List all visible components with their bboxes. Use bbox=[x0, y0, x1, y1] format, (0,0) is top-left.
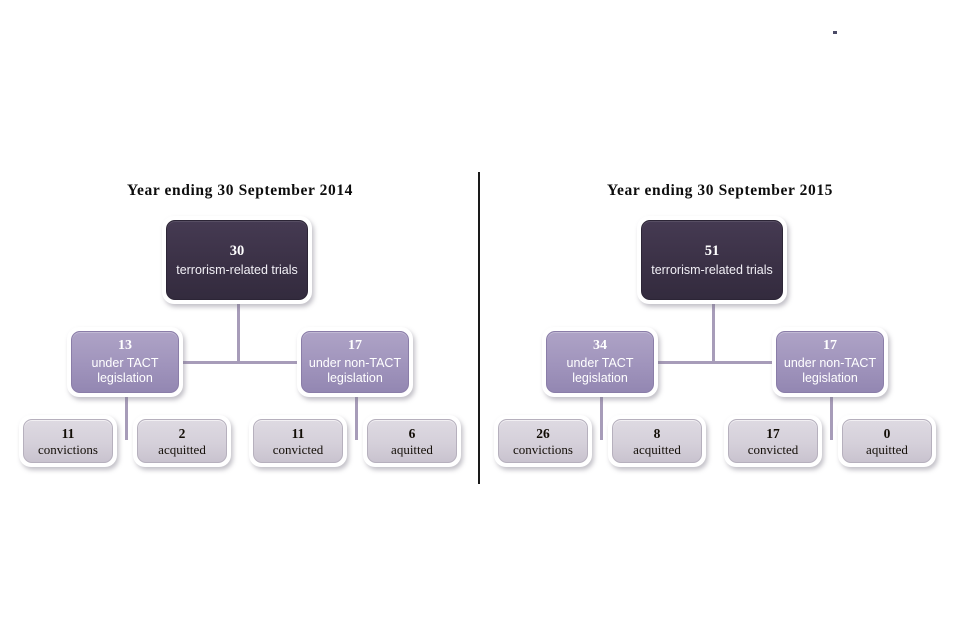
node-label: convictions bbox=[513, 441, 573, 457]
node-body: 26 convictions bbox=[498, 419, 588, 463]
node-label: terrorism-related trials bbox=[176, 262, 298, 277]
node-label: under non-TACT legislation bbox=[308, 356, 402, 385]
node-label: acquitted bbox=[158, 441, 206, 457]
node-body: 17 under non-TACT legislation bbox=[301, 331, 409, 393]
node-number: 30 bbox=[229, 242, 245, 259]
connector-tact-to-outcomes bbox=[600, 380, 603, 440]
node-number: 11 bbox=[61, 425, 75, 441]
node-label: aquitted bbox=[391, 441, 433, 457]
node-number: 34 bbox=[593, 338, 607, 353]
node-under-non-tact[interactable]: 17 under non-TACT legislation bbox=[297, 327, 413, 397]
node-label: under TACT legislation bbox=[566, 356, 634, 385]
node-number: 6 bbox=[408, 425, 416, 441]
node-under-tact[interactable]: 34 under TACT legislation bbox=[542, 327, 658, 397]
stray-mark bbox=[833, 31, 837, 34]
connector-nontact-to-outcomes bbox=[830, 380, 833, 440]
node-body: 11 convictions bbox=[23, 419, 113, 463]
connector-split-horizontal bbox=[600, 361, 832, 364]
node-number: 17 bbox=[766, 425, 780, 441]
node-number: 26 bbox=[536, 425, 550, 441]
node-number: 17 bbox=[348, 338, 362, 353]
node-body: 0 aquitted bbox=[842, 419, 932, 463]
node-body: 51 terrorism-related trials bbox=[641, 220, 783, 300]
node-body: 13 under TACT legislation bbox=[71, 331, 179, 393]
node-body: 11 convicted bbox=[253, 419, 343, 463]
node-number: 8 bbox=[653, 425, 661, 441]
node-nontact-aquitted[interactable]: 6 aquitted bbox=[363, 415, 461, 467]
node-label: convicted bbox=[747, 441, 799, 457]
node-number: 51 bbox=[704, 242, 720, 259]
node-body: 6 aquitted bbox=[367, 419, 457, 463]
node-number: 11 bbox=[291, 425, 305, 441]
node-under-non-tact[interactable]: 17 under non-TACT legislation bbox=[772, 327, 888, 397]
node-body: 30 terrorism-related trials bbox=[166, 220, 308, 300]
panel-title: Year ending 30 September 2014 bbox=[126, 182, 354, 199]
node-nontact-convicted[interactable]: 17 convicted bbox=[724, 415, 822, 467]
connector-top-to-split bbox=[237, 304, 240, 364]
node-number: 0 bbox=[883, 425, 891, 441]
node-label: convicted bbox=[272, 441, 324, 457]
node-body: 2 acquitted bbox=[137, 419, 227, 463]
node-label: aquitted bbox=[866, 441, 908, 457]
node-label: under TACT legislation bbox=[91, 356, 159, 385]
node-terrorism-trials[interactable]: 51 terrorism-related trials bbox=[637, 216, 787, 304]
node-nontact-aquitted[interactable]: 0 aquitted bbox=[838, 415, 936, 467]
node-tact-acquitted[interactable]: 8 acquitted bbox=[608, 415, 706, 467]
panel-divider bbox=[478, 172, 480, 484]
panel-2014: Year ending 30 September 2014 30 terrori… bbox=[0, 170, 480, 490]
node-tact-acquitted[interactable]: 2 acquitted bbox=[133, 415, 231, 467]
node-tact-convictions[interactable]: 26 convictions bbox=[494, 415, 592, 467]
node-label: convictions bbox=[38, 441, 98, 457]
node-terrorism-trials[interactable]: 30 terrorism-related trials bbox=[162, 216, 312, 304]
node-nontact-convicted[interactable]: 11 convicted bbox=[249, 415, 347, 467]
connector-nontact-to-outcomes bbox=[355, 380, 358, 440]
connector-split-horizontal bbox=[125, 361, 357, 364]
node-body: 34 under TACT legislation bbox=[546, 331, 654, 393]
node-number: 17 bbox=[823, 338, 837, 353]
panel-title: Year ending 30 September 2015 bbox=[606, 182, 834, 199]
node-body: 17 under non-TACT legislation bbox=[776, 331, 884, 393]
node-body: 8 acquitted bbox=[612, 419, 702, 463]
node-number: 2 bbox=[178, 425, 186, 441]
node-label: under non-TACT legislation bbox=[783, 356, 877, 385]
connector-top-to-split bbox=[712, 304, 715, 364]
node-label: terrorism-related trials bbox=[651, 262, 773, 277]
connector-tact-to-outcomes bbox=[125, 380, 128, 440]
node-tact-convictions[interactable]: 11 convictions bbox=[19, 415, 117, 467]
node-number: 13 bbox=[118, 338, 132, 353]
node-body: 17 convicted bbox=[728, 419, 818, 463]
panel-2015: Year ending 30 September 2015 51 terrori… bbox=[480, 170, 960, 490]
node-label: acquitted bbox=[633, 441, 681, 457]
node-under-tact[interactable]: 13 under TACT legislation bbox=[67, 327, 183, 397]
